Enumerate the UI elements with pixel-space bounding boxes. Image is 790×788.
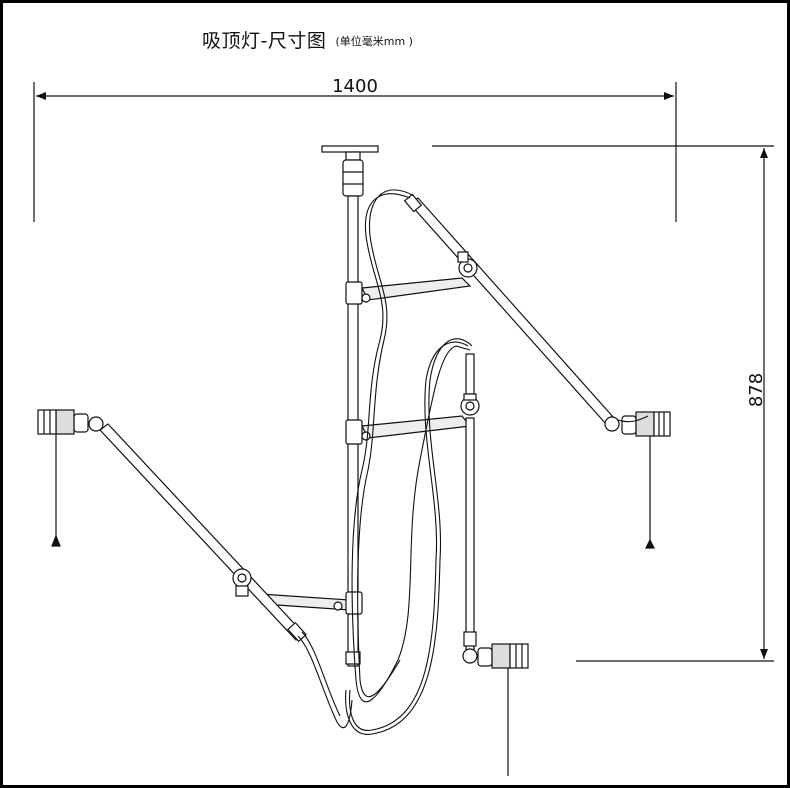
upper-right-lamp-socket — [604, 411, 671, 549]
middle-bracket — [345, 415, 472, 445]
ceiling-mount — [321, 145, 379, 197]
drawing-title: 吸顶灯-尺寸图 (单位毫米mm ) — [202, 26, 413, 53]
power-cords — [297, 189, 649, 735]
bottom-lamp-socket — [462, 643, 529, 776]
title-unit: (单位毫米mm ) — [335, 35, 413, 48]
middle-vertical-arm — [460, 353, 480, 651]
upper-right-arm — [403, 193, 615, 425]
left-arm — [99, 423, 307, 643]
title-main: 吸顶灯-尺寸图 — [202, 30, 327, 52]
height-label: 878 — [746, 373, 767, 407]
height-dimension — [432, 145, 774, 662]
left-lamp-socket — [37, 409, 104, 547]
width-dimension — [33, 82, 677, 222]
upper-bracket — [345, 277, 472, 305]
width-label: 1400 — [332, 76, 378, 97]
